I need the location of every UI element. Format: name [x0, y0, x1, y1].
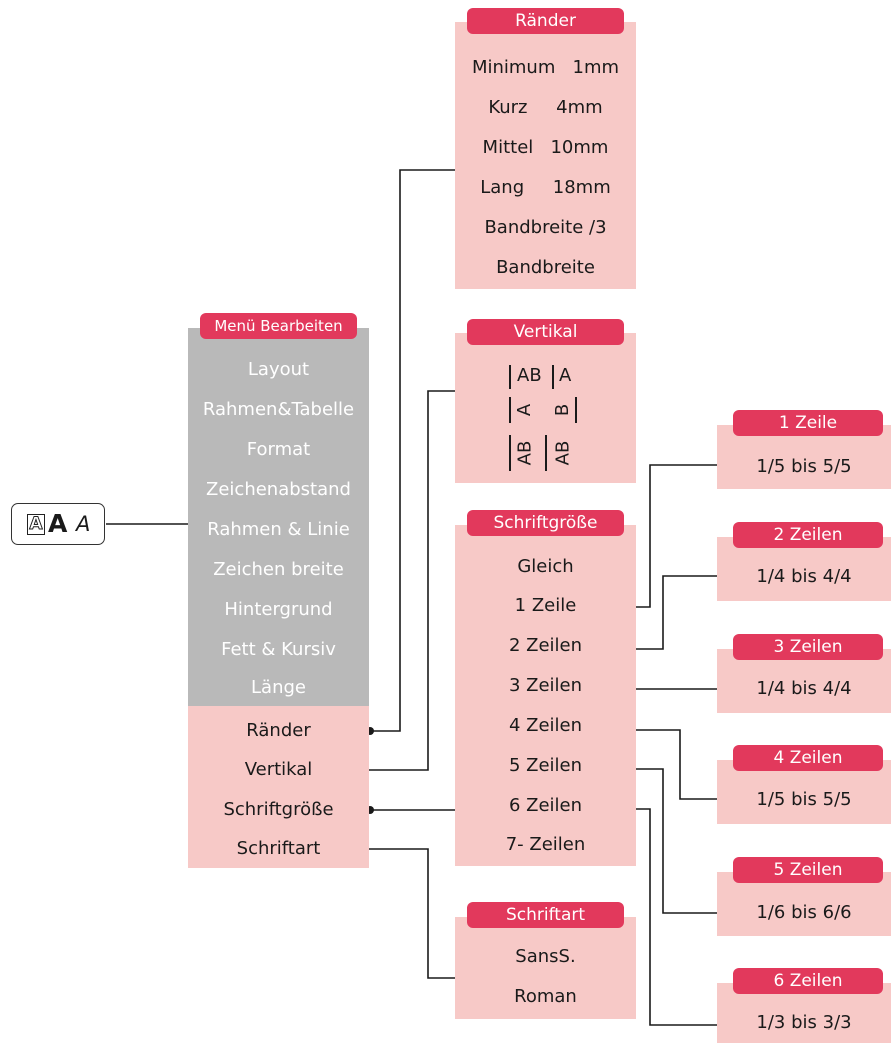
schriftgroesse-1-zeile[interactable]: 1 Zeile [514, 595, 577, 616]
menu-item-fett-kursiv[interactable]: Fett & Kursiv [221, 639, 336, 660]
vertikal-title: Vertikal [467, 319, 624, 345]
raender-kurz[interactable]: Kurz 4mm [455, 96, 636, 120]
menu-item-format[interactable]: Format [246, 439, 311, 460]
connector-6-zeilen [623, 808, 717, 1026]
italic-a-glyph: A [76, 512, 91, 536]
raender-mittel[interactable]: Mittel 10mm [455, 136, 636, 160]
zeilen-4-title: 4 Zeilen [733, 745, 883, 771]
raender-kurz-name: Kurz [488, 97, 528, 118]
vertikal-option-3[interactable]: AB AB [455, 433, 636, 473]
vertikal-option-1[interactable]: AB A [455, 363, 636, 391]
schriftgroesse-6-zeilen[interactable]: 6 Zeilen [508, 795, 583, 816]
connector-4-zeilen [623, 729, 717, 800]
zeilen-6-title: 6 Zeilen [733, 968, 883, 994]
vertikal-option-1-right: A [559, 365, 572, 386]
menu-item-vertikal[interactable]: Vertikal [244, 759, 313, 780]
raender-mittel-name: Mittel [482, 137, 534, 158]
vertikal-option-1-left: AB [517, 365, 542, 386]
connector-5-zeilen [623, 768, 717, 914]
zeilen-1-range: 1/5 bis 5/5 [756, 456, 852, 477]
raender-lang-value: 18mm [552, 177, 611, 198]
zeilen-1-title: 1 Zeile [733, 410, 883, 436]
raender-mittel-value: 10mm [550, 137, 609, 158]
vertikal-panel: AB A A B AB AB [455, 333, 636, 483]
raender-bandbreite-3[interactable]: Bandbreite /3 [484, 217, 607, 238]
schriftgroesse-panel: Gleich 1 Zeile 2 Zeilen 3 Zeilen 4 Zeile… [455, 525, 636, 866]
zeilen-5-title: 5 Zeilen [733, 857, 883, 883]
connector-1-zeile [623, 464, 717, 608]
schriftgroesse-gleich[interactable]: Gleich [517, 556, 574, 577]
vertikal-option-3-right: AB [552, 440, 574, 466]
schriftgroesse-4-zeilen[interactable]: 4 Zeilen [508, 715, 583, 736]
zeilen-6-range: 1/3 bis 3/3 [756, 1012, 852, 1033]
menu-item-zeichen-breite[interactable]: Zeichen breite [213, 559, 344, 580]
zeilen-3-range: 1/4 bis 4/4 [756, 678, 852, 699]
schriftart-roman[interactable]: Roman [514, 986, 577, 1007]
menu-item-raender[interactable]: Ränder [246, 720, 311, 741]
connector-2-zeilen [623, 575, 717, 650]
font-style-key-icon[interactable]: A A A [11, 503, 105, 545]
menu-panel-pink: Ränder Vertikal Schriftgröße Schriftart [188, 706, 369, 868]
schriftart-title: Schriftart [467, 902, 624, 928]
schriftgroesse-title: Schriftgröße [467, 510, 624, 536]
menu-item-hintergrund[interactable]: Hintergrund [224, 599, 333, 620]
menu-panel-gray: Layout Rahmen&Tabelle Format Zeichenabst… [188, 328, 369, 706]
raender-bandbreite[interactable]: Bandbreite [496, 257, 595, 278]
schriftgroesse-7-zeilen[interactable]: 7- Zeilen [505, 834, 586, 855]
bold-a-glyph: A [48, 509, 68, 538]
zeilen-5-range: 1/6 bis 6/6 [756, 902, 852, 923]
zeilen-3-title: 3 Zeilen [733, 634, 883, 660]
connector-schriftart [356, 848, 455, 979]
schriftgroesse-2-zeilen[interactable]: 2 Zeilen [508, 635, 583, 656]
menu-item-schriftart[interactable]: Schriftart [236, 838, 321, 859]
menu-item-rahmen-tabelle[interactable]: Rahmen&Tabelle [202, 399, 355, 420]
schriftgroesse-5-zeilen[interactable]: 5 Zeilen [508, 755, 583, 776]
raender-kurz-value: 4mm [556, 97, 603, 118]
menu-item-laenge[interactable]: Länge [251, 677, 306, 698]
zeilen-2-range: 1/4 bis 4/4 [756, 566, 852, 587]
menu-item-rahmen-linie[interactable]: Rahmen & Linie [207, 519, 350, 540]
vertikal-option-3-left: AB [514, 440, 536, 466]
raender-lang[interactable]: Lang 18mm [455, 176, 636, 200]
raender-panel: Minimum 1mm Kurz 4mm Mittel 10mm Lang 18… [455, 22, 636, 289]
menu-title: Menü Bearbeiten [200, 313, 357, 339]
raender-minimum-value: 1mm [572, 57, 620, 78]
schriftart-panel: SansS. Roman [455, 917, 636, 1019]
vertikal-option-2-a: A [514, 403, 536, 417]
raender-lang-name: Lang [480, 177, 525, 198]
connector-vertikal [356, 390, 455, 771]
connector-raender [370, 169, 455, 732]
raender-minimum-name: Minimum [471, 57, 556, 78]
zeilen-2-title: 2 Zeilen [733, 522, 883, 548]
raender-title: Ränder [467, 8, 624, 34]
outline-a-glyph: A [27, 514, 45, 535]
menu-item-zeichenabstand[interactable]: Zeichenabstand [206, 479, 351, 500]
schriftgroesse-3-zeilen[interactable]: 3 Zeilen [508, 675, 583, 696]
vertikal-option-2-b: B [552, 403, 574, 417]
menu-item-schriftgroesse[interactable]: Schriftgröße [223, 799, 334, 820]
zeilen-4-range: 1/5 bis 5/5 [756, 789, 852, 810]
menu-item-layout[interactable]: Layout [247, 359, 310, 380]
schriftart-sanss[interactable]: SansS. [515, 946, 576, 967]
vertikal-option-2[interactable]: A B [455, 395, 636, 427]
raender-minimum[interactable]: Minimum 1mm [455, 56, 636, 80]
